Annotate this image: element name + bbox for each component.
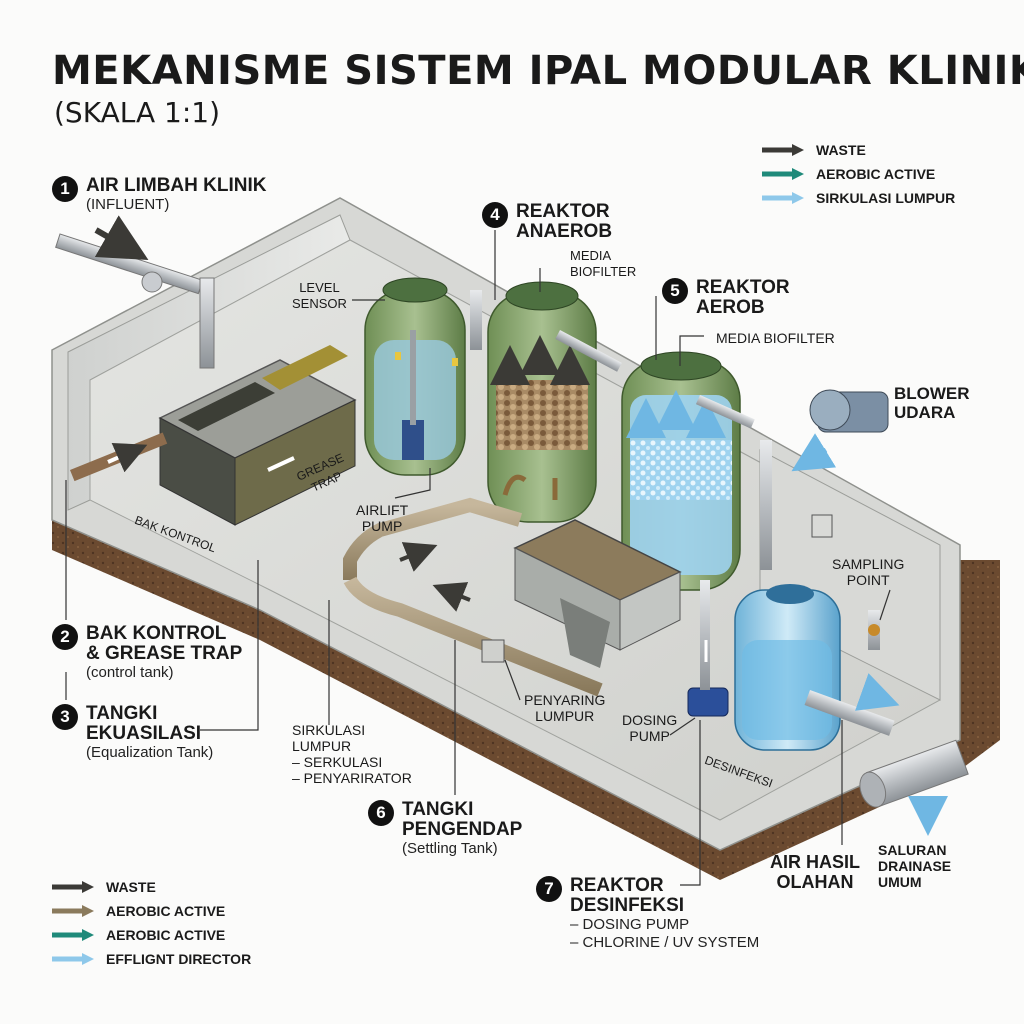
legend-bottom-item-effluent: EFFLIGNT DIRECTOR — [52, 947, 251, 971]
step-number-badge: 1 — [52, 176, 78, 202]
step-subtitle-line2: – CHLORINE / UV SYSTEM — [570, 934, 760, 951]
step-subtitle: (INFLUENT) — [86, 196, 170, 213]
label-penyaring-lumpur: PENYARING LUMPUR — [524, 692, 606, 724]
step-title: REAKTOR — [696, 277, 790, 298]
label-airlift-pump: AIRLIFT PUMP — [356, 502, 409, 534]
arrow-dark-icon — [52, 881, 94, 893]
step-number-badge: 3 — [52, 704, 78, 730]
step-title-line2: PENGENDAP — [402, 819, 523, 840]
step-title: BAK KONTROL — [86, 623, 227, 644]
label-air-hasil-olahan: AIR HASIL OLAHAN — [770, 852, 860, 892]
step-6: 6 TANGKI PENGENDAP (Settling Tank) — [368, 800, 522, 858]
step-number-badge: 2 — [52, 624, 78, 650]
step-number-badge: 5 — [662, 278, 688, 304]
page-title: MEKANISME SISTEM IPAL MODULAR KLINIK — [52, 48, 1024, 94]
step-number-badge: 6 — [368, 800, 394, 826]
step-title: AIR LIMBAH KLINIK — [86, 175, 267, 196]
step-title-line2: EKUASILASI — [86, 723, 202, 744]
arrow-lightblue-icon — [762, 192, 804, 204]
page-subtitle: (SKALA 1:1) — [54, 96, 221, 129]
step-title: REAKTOR — [516, 201, 610, 222]
label-media-biofilter-anaerob: MEDIA BIOFILTER — [570, 248, 637, 279]
arrow-teal-icon — [52, 929, 94, 941]
legend-label: SIRKULASI LUMPUR — [816, 190, 956, 206]
legend-label: AEROBIC ACTIVE — [106, 903, 226, 919]
step-3: 3 TANGKI EKUASILASI (Equalization Tank) — [52, 704, 213, 762]
legend-label: EFFLIGNT DIRECTOR — [106, 951, 252, 967]
legend-label: WASTE — [816, 142, 866, 158]
legend-top-item-aerobic: AEROBIC ACTIVE — [762, 162, 955, 186]
label-level-sensor: LEVEL SENSOR — [292, 280, 347, 311]
legend-bottom-item-aerobic-1: AEROBIC ACTIVE — [52, 899, 251, 923]
label-dosing-pump: DOSING PUMP — [622, 712, 678, 744]
step-subtitle: (Equalization Tank) — [86, 744, 214, 761]
legend-label: WASTE — [106, 879, 156, 895]
step-title-line2: & GREASE TRAP — [86, 643, 243, 664]
step-subtitle: – DOSING PUMP — [570, 916, 690, 933]
label-sampling-point: SAMPLING POINT — [832, 556, 905, 588]
step-2: 2 BAK KONTROL & GREASE TRAP (control tan… — [52, 624, 242, 682]
step-number-badge: 4 — [482, 202, 508, 228]
legend-top-item-waste: WASTE — [762, 138, 955, 162]
step-subtitle: (control tank) — [86, 664, 174, 681]
label-media-biofilter-aerob: MEDIA BIOFILTER — [716, 330, 835, 346]
label-saluran-drainase: SALURAN DRAINASE UMUM — [878, 842, 952, 890]
step-1: 1 AIR LIMBAH KLINIK (INFLUENT) — [52, 176, 266, 214]
step-title: TANGKI — [402, 799, 474, 820]
step-title-line2: AEROB — [696, 297, 765, 318]
step-title-line2: ANAEROB — [516, 221, 613, 242]
step-number-badge: 7 — [536, 876, 562, 902]
step-4: 4 REAKTOR ANAEROB — [482, 202, 612, 242]
step-title-line2: DESINFEKSI — [570, 895, 685, 916]
legend-bottom: WASTE AEROBIC ACTIVE AEROBIC ACTIVE EFFL… — [52, 875, 251, 971]
step-title: REAKTOR — [570, 875, 664, 896]
legend-bottom-item-waste: WASTE — [52, 875, 251, 899]
arrow-lightblue-icon — [52, 953, 94, 965]
step-5: 5 REAKTOR AEROB — [662, 278, 790, 318]
arrow-dark-icon — [762, 144, 804, 156]
label-sirkulasi-lumpur: SIRKULASI LUMPUR – SERKULASI – PENYARIRA… — [292, 722, 412, 786]
step-title: TANGKI — [86, 703, 158, 724]
legend-label: AEROBIC ACTIVE — [816, 166, 936, 182]
label-blower-udara: BLOWER UDARA — [894, 384, 970, 422]
arrow-teal-icon — [762, 168, 804, 180]
step-subtitle: (Settling Tank) — [402, 840, 498, 857]
legend-bottom-item-aerobic-2: AEROBIC ACTIVE — [52, 923, 251, 947]
arrow-brown-icon — [52, 905, 94, 917]
legend-label: AEROBIC ACTIVE — [106, 927, 226, 943]
legend-top: WASTE AEROBIC ACTIVE SIRKULASI LUMPUR — [762, 138, 955, 210]
legend-top-item-sirkulasi: SIRKULASI LUMPUR — [762, 186, 955, 210]
step-7: 7 REAKTOR DESINFEKSI – DOSING PUMP – CHL… — [536, 876, 759, 952]
